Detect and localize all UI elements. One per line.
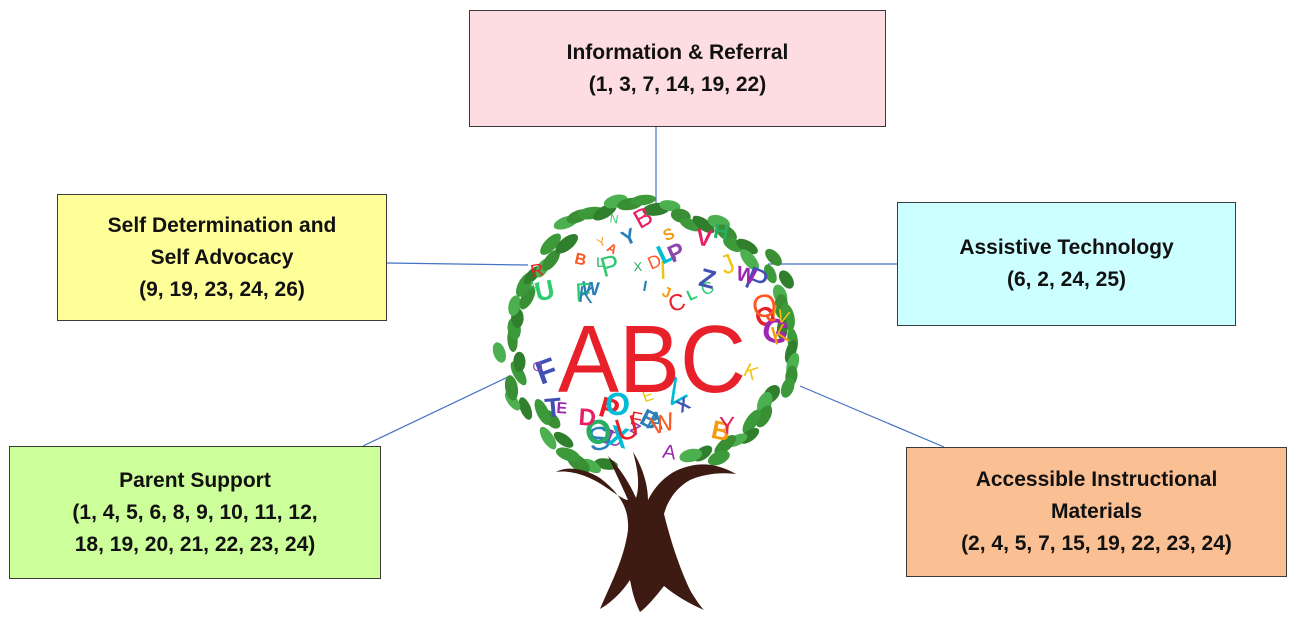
assistive-technology-items: (6, 2, 24, 25)	[1006, 268, 1127, 291]
decorative-letter: I	[771, 302, 779, 322]
leaf	[555, 447, 581, 462]
decorative-letter: E	[556, 400, 568, 418]
connector-parent	[362, 375, 511, 447]
leaf	[776, 318, 788, 340]
leaf	[513, 351, 526, 372]
decorative-letter: V	[694, 224, 713, 253]
decorative-letter: D	[578, 404, 597, 432]
leaf	[736, 238, 758, 255]
leaf	[555, 233, 579, 254]
leaf	[508, 295, 521, 316]
tree-leaves	[492, 194, 800, 474]
connector-self	[386, 262, 529, 266]
decorative-letter: Z	[696, 262, 719, 295]
decorative-letter: I	[659, 255, 667, 285]
decorative-letter: O	[531, 358, 544, 375]
decorative-letter: F	[575, 277, 592, 308]
leaf	[764, 264, 777, 284]
self-determination-box: Self Determination and Self Advocacy (9,…	[57, 194, 387, 321]
decorative-letter: L	[596, 254, 604, 270]
leaf	[659, 200, 681, 212]
self-determination-items: (9, 19, 23, 24, 26)	[139, 277, 305, 301]
leaf	[630, 194, 657, 206]
decorative-letter: Y	[719, 412, 735, 439]
decorative-letter: A	[646, 406, 665, 435]
tree-abc-label: ABC	[558, 306, 746, 413]
leaf	[534, 398, 551, 425]
self-determination-title-line1: Self Determination and	[107, 213, 337, 237]
decorative-letter: M	[529, 278, 541, 293]
decorative-letter: K	[577, 281, 596, 309]
decorative-letter: C	[605, 427, 625, 452]
leaf	[714, 434, 737, 455]
decorative-letter: O	[605, 386, 631, 422]
leaf	[492, 342, 507, 363]
assistive-technology-title: Assistive Technology	[959, 236, 1174, 259]
accessible-materials-items: (2, 4, 5, 7, 15, 19, 22, 23, 24)	[961, 532, 1232, 555]
accessible-materials-box: Accessible Instructional Materials (2, 4…	[906, 447, 1287, 577]
decorative-letter: Y	[595, 234, 608, 250]
parent-support-box: Parent Support (1, 4, 5, 6, 8, 9, 10, 11…	[9, 446, 381, 579]
leaf	[765, 248, 782, 266]
leaf	[742, 409, 761, 434]
parent-support-items-line1: (1, 4, 5, 6, 8, 9, 10, 11, 12,	[72, 500, 318, 524]
decorative-letter: U	[532, 274, 557, 307]
accessible-materials-title-line1: Accessible Instructional	[975, 468, 1218, 491]
leaf	[553, 431, 574, 448]
assistive-technology-box: Assistive Technology (6, 2, 24, 25)	[897, 202, 1236, 326]
information-referral-items: (1, 3, 7, 14, 19, 22)	[588, 72, 767, 96]
leaf	[780, 377, 795, 398]
decorative-letter: A	[661, 441, 678, 465]
parent-support-title: Parent Support	[119, 468, 271, 492]
leaf	[539, 426, 557, 450]
decorative-letter: Y	[618, 224, 640, 251]
leaf	[519, 285, 536, 310]
leaf	[755, 405, 773, 428]
self-determination-title-line2: Self Advocacy	[150, 245, 294, 269]
decorative-letter: R	[529, 259, 546, 281]
connector-access	[799, 385, 945, 448]
leaf	[679, 218, 702, 232]
decorative-letter: I	[641, 278, 648, 295]
decorative-letter: N	[609, 211, 620, 226]
decorative-letter: V	[774, 305, 791, 328]
decorative-letter: F	[628, 408, 643, 431]
decorative-letter: W	[581, 278, 600, 300]
leaf	[542, 249, 560, 271]
leaf	[692, 215, 715, 234]
leaf	[778, 270, 794, 289]
leaf	[518, 397, 533, 420]
tree-trunk	[556, 452, 736, 612]
information-referral-title: Information & Referral	[566, 40, 789, 64]
decorative-letter: T	[543, 392, 563, 423]
decorative-letter: C	[665, 287, 689, 317]
decorative-letter: B	[573, 250, 588, 269]
leaf	[504, 375, 519, 401]
accessible-materials-title-line2: Materials	[1050, 500, 1143, 523]
decorative-letter: X	[633, 259, 643, 274]
leaf	[740, 249, 760, 271]
parent-support-items-line2: 18, 19, 20, 21, 22, 23, 24)	[74, 532, 316, 556]
information-referral-box: Information & Referral (1, 3, 7, 14, 19,…	[469, 10, 886, 127]
leaf	[540, 233, 562, 255]
leaf	[707, 450, 730, 466]
leaf	[679, 448, 703, 463]
decorative-letter: H	[712, 220, 730, 245]
